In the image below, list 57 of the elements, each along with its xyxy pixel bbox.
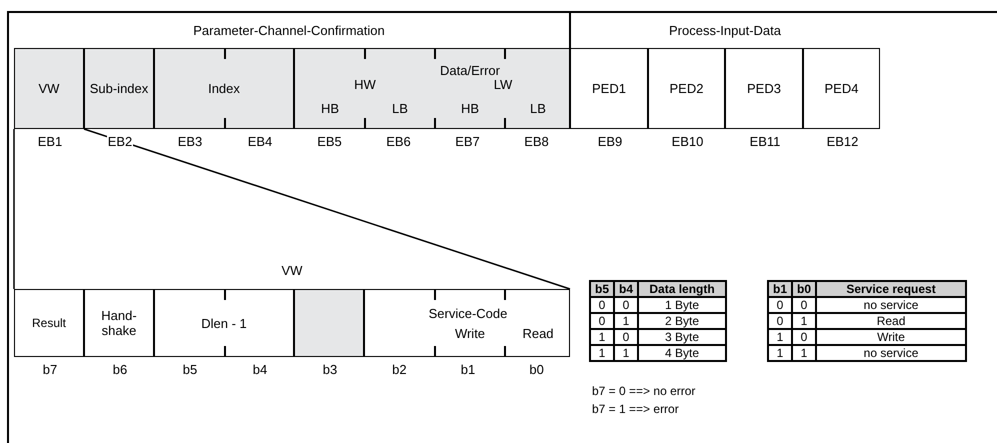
table-cell: no service — [816, 345, 966, 361]
field-label: HB — [460, 101, 480, 117]
field-label: Index — [208, 81, 240, 96]
zoom-line — [13, 129, 15, 289]
field-label: LB — [391, 101, 409, 117]
table-cell: 1 — [614, 313, 638, 329]
field-label: LW — [492, 77, 514, 93]
table-cell: 4 Byte — [638, 345, 726, 361]
table-cell: 1 Byte — [638, 297, 726, 313]
table-header: b4 — [614, 281, 638, 297]
table-cell: Write — [816, 329, 966, 345]
field-label: Hand-shake — [100, 308, 138, 338]
table-cell: 3 Byte — [638, 329, 726, 345]
table-cell: 1 — [768, 345, 792, 361]
table-cell: 0 — [590, 313, 614, 329]
table-header: b0 — [792, 281, 816, 297]
table-cell: 1 — [590, 345, 614, 361]
table-header: b1 — [768, 281, 792, 297]
section-heading: VW — [280, 262, 304, 280]
table-cell: 2 Byte — [638, 313, 726, 329]
field-label: VW — [38, 81, 60, 96]
table-cell: 0 — [590, 297, 614, 313]
table-header: Service request — [816, 281, 966, 297]
section-heading: Process-Input-Data — [669, 22, 781, 38]
table-cell: no service — [816, 297, 966, 313]
field-label: PED3 — [747, 81, 781, 96]
table-cell: 0 — [614, 329, 638, 345]
table-cell: Read — [816, 313, 966, 329]
field-label: LB — [529, 101, 547, 117]
table-cell: 0 — [614, 297, 638, 313]
table-header: b5 — [590, 281, 614, 297]
table-cell: 1 — [768, 329, 792, 345]
table-cell: 1 — [614, 345, 638, 361]
table-cell: 1 — [590, 329, 614, 345]
table-cell: 1 — [792, 313, 816, 329]
note: b7 = 0 ==> no error — [592, 383, 696, 400]
table-cell: 0 — [768, 313, 792, 329]
field-label: Read — [521, 326, 555, 342]
field-label: Service-Code — [428, 306, 508, 322]
table-cell: 0 — [792, 329, 816, 345]
table-cell: 0 — [792, 297, 816, 313]
field-label: Data/Error — [439, 63, 501, 79]
field-label: Sub-index — [90, 81, 148, 96]
table-header: Data length — [638, 281, 726, 297]
field-label: HB — [320, 101, 340, 117]
field-label: PED1 — [592, 81, 626, 96]
section-heading: Parameter-Channel-Confirmation — [193, 22, 385, 38]
field-label: Dlen - 1 — [201, 316, 247, 330]
field-label: HW — [353, 77, 377, 93]
field-label: Write — [454, 326, 486, 342]
field-label: PED2 — [670, 81, 704, 96]
table-cell: 1 — [792, 345, 816, 361]
table-cell: 0 — [768, 297, 792, 313]
field-label: PED4 — [824, 81, 858, 96]
zoom-line — [84, 128, 570, 290]
note: b7 = 1 ==> error — [592, 401, 679, 418]
field-label: Result — [32, 316, 66, 330]
